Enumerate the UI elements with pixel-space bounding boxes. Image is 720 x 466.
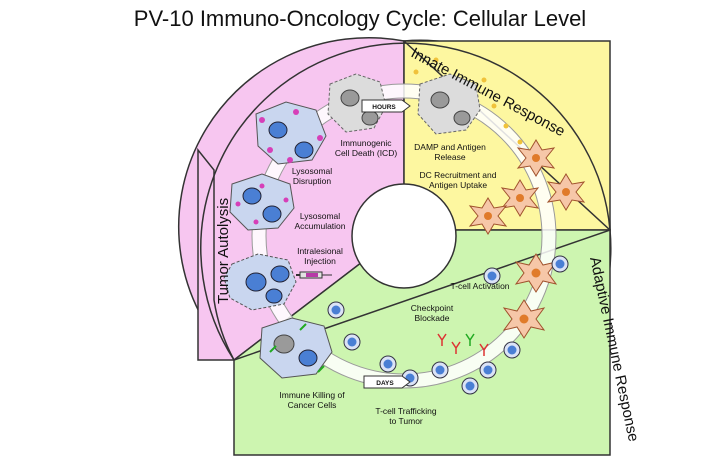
dendritic-cells xyxy=(468,139,586,235)
days-tag: DAYS xyxy=(363,375,411,389)
cancer-cell-cluster-injection xyxy=(223,253,297,311)
segment-title-tumor-autolysis: Tumor Autolysis xyxy=(215,198,232,304)
hours-tag: HOURS xyxy=(361,99,411,113)
cancer-cell-cluster-accumulation xyxy=(229,173,295,231)
svg-text:HOURS: HOURS xyxy=(372,104,396,111)
page-title: PV-10 Immuno-Oncology Cycle: Cellular Le… xyxy=(133,6,587,31)
checkpoint-antibodies xyxy=(437,333,489,356)
tumor-cluster-killing xyxy=(259,317,333,379)
label-tcell-activation: T-cell Activation xyxy=(450,281,509,291)
box-adaptive xyxy=(233,228,611,456)
dying-cell-cluster-icd xyxy=(327,73,387,133)
circle-outline xyxy=(200,42,611,361)
cancer-cell-cluster-disruption xyxy=(255,101,327,165)
syringe-icon xyxy=(296,271,332,279)
svg-text:DAYS: DAYS xyxy=(376,380,394,387)
dead-cell-cluster-damp xyxy=(413,57,523,145)
center-hole xyxy=(351,183,457,289)
